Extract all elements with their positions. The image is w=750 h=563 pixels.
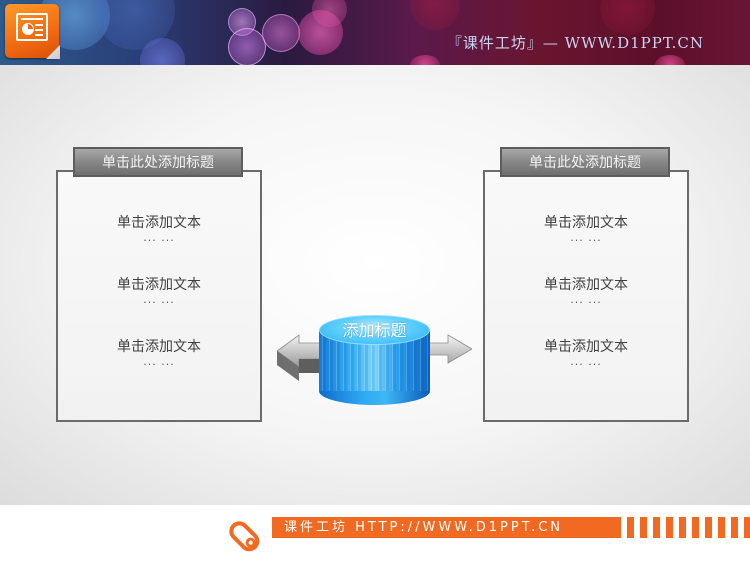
bokeh-decoration xyxy=(228,28,266,65)
right-text-item[interactable]: 单击添加文本 ... ... xyxy=(485,338,687,370)
right-text-item[interactable]: 单击添加文本 ... ... xyxy=(485,214,687,246)
item-ellipsis: ... ... xyxy=(570,293,602,306)
pencil-icon xyxy=(229,521,260,552)
cylinder-label[interactable]: 添加标题 xyxy=(342,321,407,340)
bokeh-decoration xyxy=(655,55,685,65)
left-text-item[interactable]: 单击添加文本 ... ... xyxy=(58,214,260,246)
item-text: 单击添加文本 xyxy=(544,215,628,231)
item-text: 单击添加文本 xyxy=(117,215,201,231)
left-text-panel[interactable]: 单击添加文本 ... ... 单击添加文本 ... ... 单击添加文本 ...… xyxy=(56,170,262,422)
footer-stripes xyxy=(627,517,750,538)
header-title: 『课件工坊』— WWW.D1PPT.CN xyxy=(446,34,704,52)
right-panel-title[interactable]: 单击此处添加标题 xyxy=(500,147,670,177)
left-text-item[interactable]: 单击添加文本 ... ... xyxy=(58,276,260,308)
header-banner: 『课件工坊』— WWW.D1PPT.CN xyxy=(0,0,750,65)
item-ellipsis: ... ... xyxy=(143,293,175,306)
bokeh-decoration xyxy=(410,55,440,65)
footer-url-bar[interactable]: 课件工坊 HTTP://WWW.D1PPT.CN xyxy=(272,517,621,538)
powerpoint-icon xyxy=(5,4,60,59)
center-cylinder[interactable]: 添加标题 xyxy=(319,315,430,405)
left-text-item[interactable]: 单击添加文本 ... ... xyxy=(58,338,260,370)
bokeh-decoration xyxy=(600,0,655,35)
left-panel-title[interactable]: 单击此处添加标题 xyxy=(73,147,243,177)
right-text-panel[interactable]: 单击添加文本 ... ... 单击添加文本 ... ... 单击添加文本 ...… xyxy=(483,170,689,422)
item-text: 单击添加文本 xyxy=(544,339,628,355)
bokeh-decoration xyxy=(312,0,347,27)
item-text: 单击添加文本 xyxy=(117,277,201,293)
bokeh-decoration xyxy=(262,14,300,52)
bokeh-decoration xyxy=(410,0,460,30)
cylinder-top xyxy=(319,315,430,345)
item-ellipsis: ... ... xyxy=(143,355,175,368)
item-text: 单击添加文本 xyxy=(544,277,628,293)
footer: 课件工坊 HTTP://WWW.D1PPT.CN xyxy=(0,505,750,563)
item-ellipsis: ... ... xyxy=(570,355,602,368)
item-ellipsis: ... ... xyxy=(143,231,175,244)
item-ellipsis: ... ... xyxy=(570,231,602,244)
right-text-item[interactable]: 单击添加文本 ... ... xyxy=(485,276,687,308)
item-text: 单击添加文本 xyxy=(117,339,201,355)
